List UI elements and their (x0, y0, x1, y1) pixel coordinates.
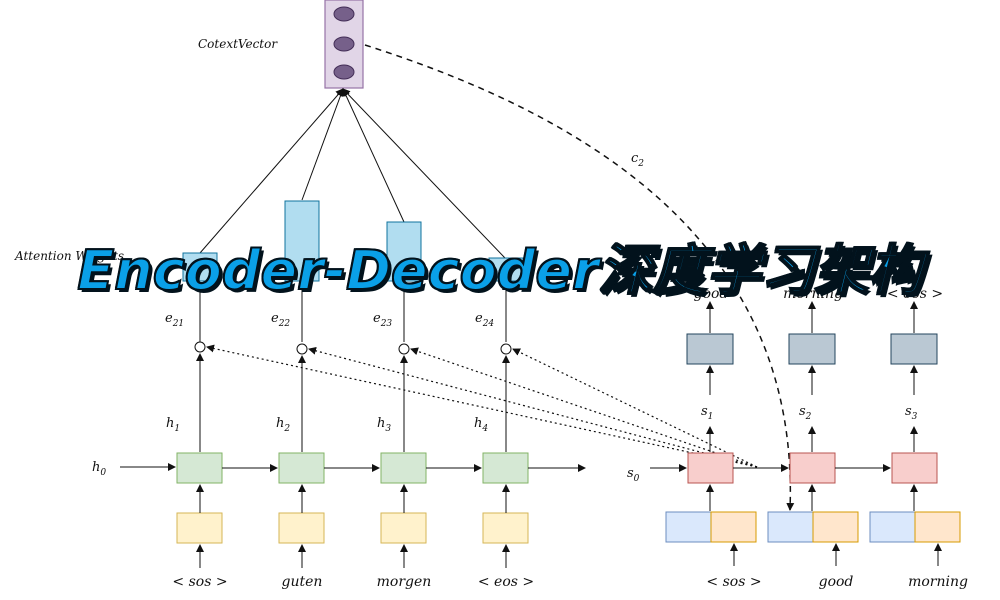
context-vector-dot (333, 36, 355, 52)
attention-bar (284, 200, 320, 282)
hidden-label: h4 (474, 416, 488, 434)
embedding-box (482, 512, 529, 544)
context-vector-dot (333, 64, 355, 80)
embedding-box (380, 512, 427, 544)
context-dashed-path (364, 44, 795, 511)
output-box (890, 333, 938, 365)
decoder-input-left (665, 511, 712, 543)
c2-label: c2 (631, 151, 644, 169)
hidden-label: h3 (377, 416, 391, 434)
s0-label: s0 (627, 466, 640, 484)
decoder-input-left (767, 511, 814, 543)
decoder-output-token: < eos > (887, 286, 943, 302)
decoder-cell (687, 452, 734, 484)
state-label: s1 (701, 404, 713, 422)
decoder-input-right (710, 511, 757, 543)
decoder-input-token: < sos > (706, 574, 761, 590)
hidden-label: h2 (276, 416, 290, 434)
encoder-input-token: < eos > (478, 574, 534, 590)
embedding-box (176, 512, 223, 544)
attention-bar (488, 257, 524, 282)
score-dotted-line (206, 344, 758, 468)
state-label: s2 (799, 404, 812, 422)
attention-to-context-line (342, 88, 506, 259)
decoder-input-right (812, 511, 859, 543)
attention-to-context-line (199, 88, 344, 254)
encoder-input-token: morgen (377, 574, 432, 590)
context-vector-dot (333, 6, 355, 22)
score-dotted-line (410, 347, 758, 468)
attention-bar (182, 252, 218, 282)
decoder-output-token: morning (783, 286, 843, 302)
decoder-cell (891, 452, 938, 484)
decoder-input-token: good (819, 574, 854, 590)
score-dotted-line (308, 346, 758, 468)
energy-label: e21 (165, 311, 184, 329)
score-node (398, 343, 410, 355)
score-node (296, 343, 308, 355)
score-node (194, 341, 206, 353)
energy-label: e22 (271, 311, 290, 329)
decoder-input-right (914, 511, 961, 543)
encoder-cell (482, 452, 529, 484)
attention-bar (386, 221, 422, 282)
decoder-input-token: morning (908, 574, 968, 590)
h0-label: h0 (92, 460, 106, 478)
output-box (686, 333, 734, 365)
context-vector-label: CotextVector (198, 37, 278, 51)
encoder-input-token: < sos > (172, 574, 227, 590)
encoder-input-token: guten (282, 574, 323, 590)
decoder-output-token: good (694, 286, 729, 302)
banner-title: Encoder-Decoder深度学习架构 (76, 238, 923, 303)
attention-to-context-line (342, 88, 405, 223)
decoder-input-left (869, 511, 916, 543)
energy-label: e24 (475, 311, 494, 329)
output-box (788, 333, 836, 365)
score-node (500, 343, 512, 355)
state-label: s3 (905, 404, 918, 422)
score-dotted-line (512, 348, 758, 468)
encoder-cell (176, 452, 223, 484)
energy-label: e23 (373, 311, 392, 329)
encoder-cell (380, 452, 427, 484)
encoder-cell (278, 452, 325, 484)
hidden-label: h1 (166, 416, 180, 434)
attention-weights-label: Attention Weights (14, 249, 124, 263)
decoder-cell (789, 452, 836, 484)
embedding-box (278, 512, 325, 544)
attention-to-context-line (301, 88, 345, 201)
